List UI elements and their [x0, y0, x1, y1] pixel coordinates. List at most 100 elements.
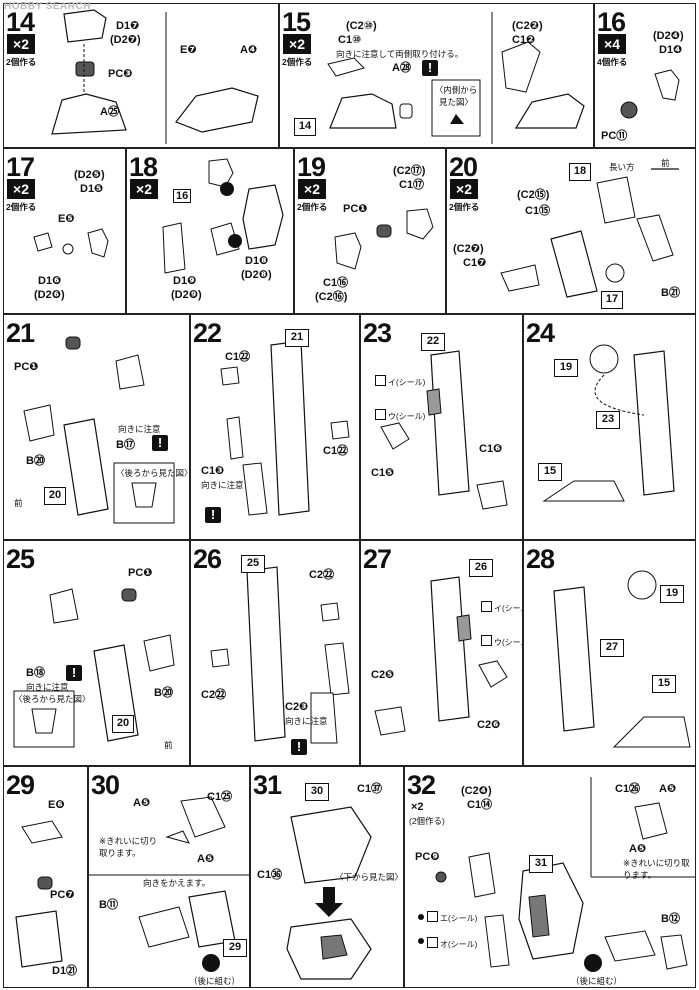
caution-note: 向きに注意 — [201, 480, 244, 490]
part-label: A㉘ — [392, 62, 411, 74]
part-label: B⑳ — [26, 455, 45, 467]
step-14-drawing — [51, 9, 259, 144]
step-number: 15 — [282, 7, 311, 37]
step-number: 24 — [526, 318, 555, 348]
step-21: 21 PC❶ B⑰ ! 向きに注意 B⑳ 20 前 〈後ろから見た図〉 — [3, 314, 190, 540]
make-count-note: (2個作る) — [409, 816, 445, 826]
step-32: 32 ×2 (2個作る) (C2❹) C1⑭ PC❾ 31 C1㉖ A❺ A❺ … — [404, 766, 696, 988]
step-number: 17 — [6, 152, 35, 182]
seal-label: イ(シール) — [481, 601, 522, 614]
multiplier-badge: ×2 — [130, 179, 158, 199]
part-label: C2㉒ — [309, 569, 335, 581]
step-16: 16 ×4 4個作る (D2❹) D1❹ PC⑪ — [594, 3, 696, 148]
part-label: (D2❺) — [74, 169, 105, 181]
step-25-drawing — [13, 588, 175, 748]
part-label: (D2❹) — [653, 30, 684, 42]
step-32-drawing — [418, 777, 695, 972]
step-number: 22 — [193, 318, 222, 348]
step-number: 25 — [6, 544, 35, 574]
ref-step-box: 20 — [112, 715, 134, 733]
part-label: C1❼ — [463, 257, 487, 269]
multiplier-badge: ×2 — [298, 179, 326, 199]
step-24: 24 19 23 15 — [523, 314, 696, 540]
step-20: 20 ×2 2個作る 18 長い方 前 (C2⑮) C1⑮ (C2❼) C1❼ … — [446, 148, 696, 314]
later-note: （後に組む） — [189, 976, 241, 986]
part-label: (D2❽) — [241, 269, 272, 281]
part-label: B⑪ — [99, 899, 118, 911]
step-14: 14 ×2 2個作る D1❼ (D2❼) PC❸ A㉕ E❼ A❹ — [3, 3, 279, 148]
step-number: 26 — [193, 544, 222, 574]
caution-icon: ! — [66, 665, 82, 681]
step-27-drawing — [374, 576, 508, 736]
step-29: 29 E❻ PC❼ D1㉑ — [3, 766, 88, 988]
part-label: D1❾ — [173, 275, 197, 287]
part-label: PC❶ — [343, 203, 368, 215]
caution-note: 向きに注意 — [285, 716, 328, 726]
multiplier-badge: ×2 — [283, 34, 311, 54]
step-19-drawing — [334, 208, 434, 270]
part-label: C1⑰ — [399, 179, 425, 191]
part-label: B㉑ — [661, 287, 680, 299]
step-number: 23 — [363, 318, 392, 348]
ref-step-box: 14 — [294, 118, 316, 136]
ref-step-box: 17 — [601, 291, 623, 309]
ref-step-box: 19 — [554, 359, 578, 377]
ref-step-box: 27 — [600, 639, 624, 657]
step-number: 19 — [297, 152, 326, 182]
part-label: B⑳ — [154, 687, 173, 699]
multiplier-badge: ×2 — [7, 179, 35, 199]
step-number: 18 — [129, 152, 158, 182]
caution-note: 向きに注意 — [26, 682, 69, 692]
ref-step-box: 31 — [529, 855, 553, 873]
caution-note: 向きに注意して両側取り付ける。 — [336, 49, 464, 59]
view-callout: 〈内側から見た図〉 — [434, 85, 478, 107]
step-26-drawing — [210, 566, 350, 744]
view-callout: 〈後ろから見た図〉 — [116, 468, 190, 478]
step-16-drawing — [620, 69, 680, 119]
step-number: 27 — [363, 544, 392, 574]
part-label: A❺ — [133, 797, 151, 809]
seal-label: オ(シール) — [427, 937, 477, 950]
part-label: (C2⑩) — [346, 20, 377, 32]
step-19: 19 ×2 2個作る (C2⑰) C1⑰ PC❶ C1⑯ (C2⑯) — [294, 148, 446, 314]
step-31-drawing — [286, 806, 372, 980]
step-number: 32 — [407, 770, 436, 800]
step-number: 30 — [91, 770, 120, 800]
part-label: C1㊲ — [357, 783, 383, 795]
step-18: 18 ×2 16 D1❾ (D2❾) D1❽ (D2❽) — [126, 148, 294, 314]
part-label: D1❽ — [245, 255, 269, 267]
seal-label: イ(シール) — [375, 375, 425, 388]
part-label: (C2❼) — [453, 243, 484, 255]
front-note: 前 — [164, 740, 173, 750]
part-label: E❼ — [180, 44, 197, 56]
step-22: 22 21 C1㉒ C1㉒ C1❸ 向きに注意 ! — [190, 314, 360, 540]
make-count-note: 2個作る — [6, 202, 37, 212]
step-number: 28 — [526, 544, 555, 574]
seal-label: ウ(シール) — [481, 635, 522, 648]
step-number: 14 — [6, 7, 35, 37]
part-label: C1❸ — [201, 465, 225, 477]
part-label: A❺ — [629, 843, 647, 855]
step-31: 31 30 C1㊲ C1㊱ 〈下から見た図〉 — [250, 766, 404, 988]
step-23: 23 22 イ(シール) ウ(シール) C1❻ C1❺ — [360, 314, 523, 540]
part-label: (C2❷) — [512, 20, 543, 32]
part-label: D1❺ — [80, 183, 104, 195]
ref-step-box: 25 — [241, 555, 265, 573]
step-21-drawing — [23, 336, 175, 524]
part-label: A❺ — [659, 783, 677, 795]
step-number: 16 — [597, 7, 626, 37]
part-label: D1❹ — [659, 44, 683, 56]
seal-label: ウ(シール) — [375, 409, 425, 422]
caution-note: 向きに注意 — [118, 424, 161, 434]
part-label: C2㉒ — [201, 689, 227, 701]
ref-step-box: 21 — [285, 329, 309, 347]
step-30: 30 A❺ C1㉕ A❺ ※きれいに切り取ります。 向きをかえます。 B⑪ 29… — [88, 766, 250, 988]
part-label: C1❻ — [479, 443, 503, 455]
make-count-note: 4個作る — [597, 57, 628, 67]
part-label: C2❸ — [285, 701, 309, 713]
rotate-note: 向きをかえます。 — [143, 878, 211, 888]
step-28-drawing — [553, 570, 691, 748]
part-label: C1㉕ — [207, 791, 233, 803]
step-20-drawing — [500, 168, 679, 298]
part-label: (C2⑮) — [517, 189, 550, 201]
